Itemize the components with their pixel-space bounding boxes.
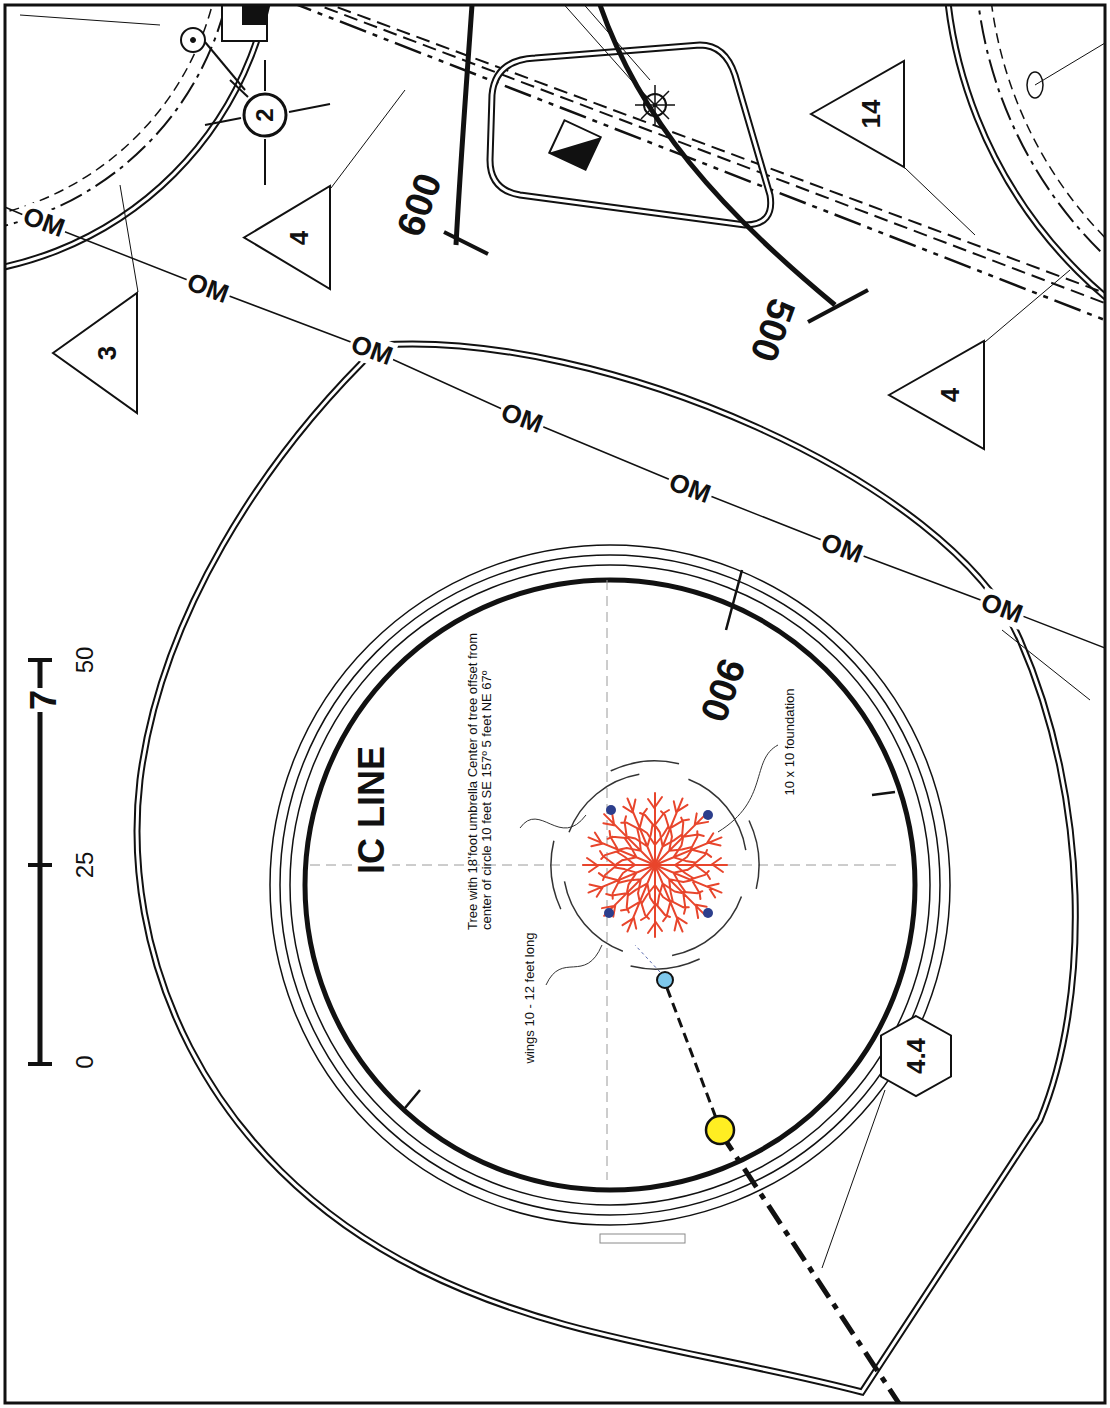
station-number: 500 [741, 291, 803, 369]
utility-code: OM [664, 467, 717, 510]
note-text: wings 10 - 12 feet long [523, 931, 537, 1066]
utility-code: OM [496, 397, 549, 440]
callout-triangle: 4 [888, 340, 985, 450]
scale-value: 50 [72, 645, 98, 676]
scale-value: 0 [72, 1053, 98, 1070]
utility-code: OM [816, 527, 869, 570]
callout-shape [889, 341, 984, 449]
callout-number: 2 [253, 108, 277, 121]
callout-shape [811, 61, 904, 167]
callout-number: 4 [937, 388, 963, 402]
callout-shape [244, 186, 330, 289]
note-text: Tree with 18’foot umbrella Center of tre… [466, 628, 495, 932]
utility-code: OM [182, 267, 235, 310]
utility-code: OM [18, 201, 71, 244]
callout-triangle: 4 [243, 185, 331, 290]
callout-circle: 2 [243, 93, 287, 137]
scale-value: 25 [72, 850, 98, 881]
utility-code: OM [976, 587, 1029, 630]
callout-shape [881, 1016, 951, 1096]
callout-number: 14 [858, 100, 884, 129]
note-text: 10 x 10 foundation [783, 687, 797, 798]
callout-shape [53, 293, 137, 413]
callout-number: 4.4 [903, 1038, 929, 1074]
plan-label: 7 [24, 688, 64, 712]
tree-illustration [517, 727, 793, 1003]
plan-label: IC LINE [352, 744, 392, 876]
callout-triangle: 14 [810, 60, 905, 168]
callout-shape [244, 94, 286, 136]
utility-code: OM [346, 329, 399, 372]
callout-number: 3 [94, 346, 120, 360]
callout-hexagon: 4.4 [880, 1015, 952, 1097]
callout-triangle: 3 [52, 292, 138, 414]
station-number: 900 [691, 651, 753, 729]
station-number: 600 [389, 166, 451, 244]
callout-number: 4 [286, 230, 312, 244]
